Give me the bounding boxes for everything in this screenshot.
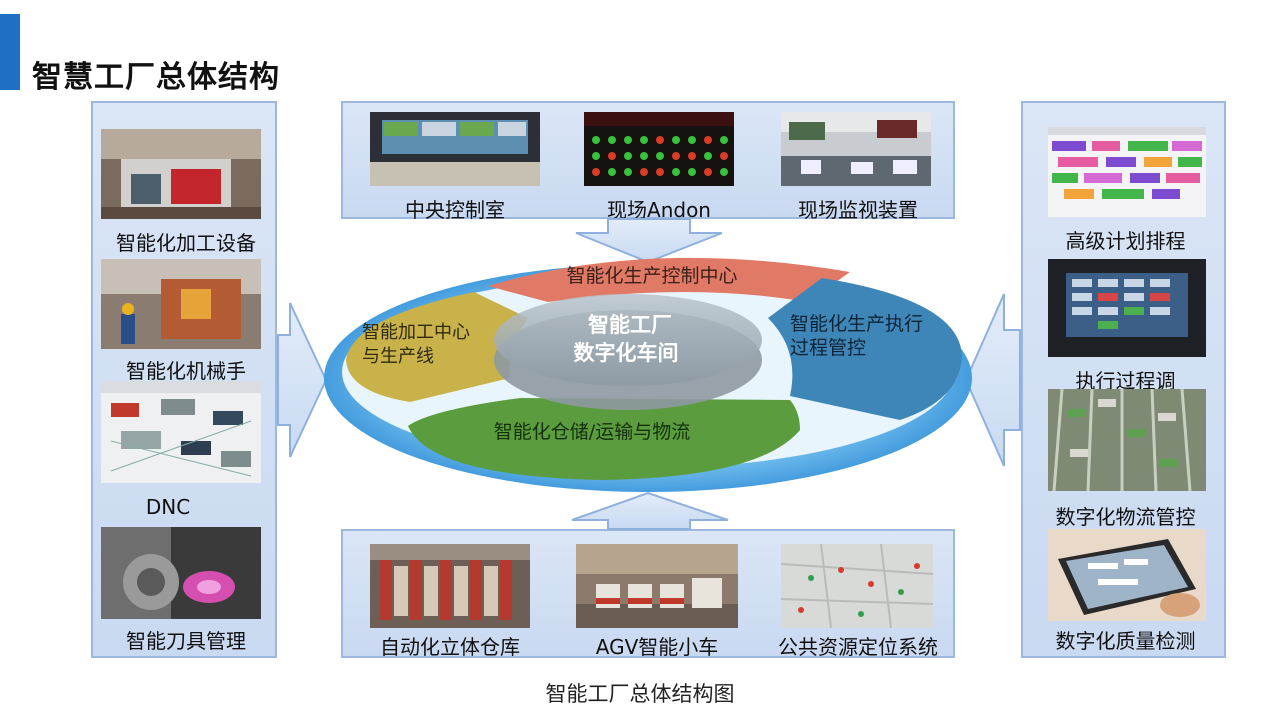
hub-label-line1: 智能工厂 bbox=[588, 313, 672, 337]
sector-top bbox=[488, 257, 850, 302]
title-accent-bar bbox=[0, 14, 20, 90]
bottom-item-caption: AGV智能小车 bbox=[595, 635, 719, 659]
sector-bottom bbox=[408, 398, 800, 480]
right-panel: 高级计划排程 执行过程调 数字化物流管控 数字化质量检测 bbox=[1021, 101, 1226, 658]
quality-tablet-photo bbox=[1048, 529, 1206, 621]
left-item-caption: 智能化加工设备 bbox=[116, 231, 256, 255]
hub-label-line2: 数字化车间 bbox=[574, 341, 679, 365]
scheduling-gantt-image bbox=[1048, 127, 1206, 217]
control-room-photo bbox=[370, 112, 540, 186]
site-monitor-photo bbox=[781, 112, 931, 186]
figure-caption: 智能工厂总体结构图 bbox=[545, 682, 735, 706]
execution-screen-photo bbox=[1048, 259, 1206, 357]
right-item-caption: 数字化物流管控 bbox=[1055, 505, 1196, 529]
page-title: 智慧工厂总体结构 bbox=[32, 60, 280, 95]
automated-warehouse-photo bbox=[370, 544, 530, 628]
top-panel: 中央控制室 现场Andon 现场监视装置 bbox=[341, 101, 955, 222]
cutting-tool-photo bbox=[101, 527, 261, 619]
hub-top bbox=[494, 294, 762, 386]
sector-right bbox=[768, 278, 962, 420]
top-item-caption: 中央控制室 bbox=[405, 198, 505, 222]
bottom-item-caption: 自动化立体仓库 bbox=[380, 635, 520, 659]
machining-equipment-photo bbox=[101, 129, 261, 219]
top-item-caption: 现场监视装置 bbox=[798, 198, 918, 222]
bottom-item-caption: 公共资源定位系统 bbox=[778, 635, 938, 659]
sector-left-label-line1: 智能加工中心 bbox=[362, 322, 470, 343]
right-item-caption: 数字化质量检测 bbox=[1055, 629, 1196, 653]
sector-right-label-line2: 过程管控 bbox=[790, 337, 866, 359]
sector-left bbox=[346, 292, 528, 402]
agv-cart-photo bbox=[576, 544, 738, 628]
left-item-caption: DNC bbox=[145, 495, 191, 519]
andon-board-image bbox=[584, 112, 734, 186]
bottom-panel: 自动化立体仓库 AGV智能小车 公共资源定位系统 bbox=[341, 529, 955, 659]
sector-bottom-label: 智能化仓储/运输与物流 bbox=[494, 421, 690, 443]
dnc-screen-image bbox=[101, 381, 261, 483]
left-item-caption: 智能刀具管理 bbox=[126, 629, 246, 653]
robot-arm-photo bbox=[101, 259, 261, 349]
left-panel: 智能化加工设备 智能化机械手 DNC 智能刀具管理 bbox=[91, 101, 277, 658]
right-item-caption: 高级计划排程 bbox=[1065, 229, 1186, 253]
sector-top-label: 智能化生产控制中心 bbox=[566, 265, 737, 287]
sector-left-label-line2: 与生产线 bbox=[362, 346, 434, 367]
left-item-caption: 智能化机械手 bbox=[126, 359, 246, 383]
logistics-3d-image bbox=[1048, 389, 1206, 491]
sector-right-label-line1: 智能化生产执行 bbox=[790, 313, 923, 335]
resource-location-map bbox=[781, 544, 933, 628]
